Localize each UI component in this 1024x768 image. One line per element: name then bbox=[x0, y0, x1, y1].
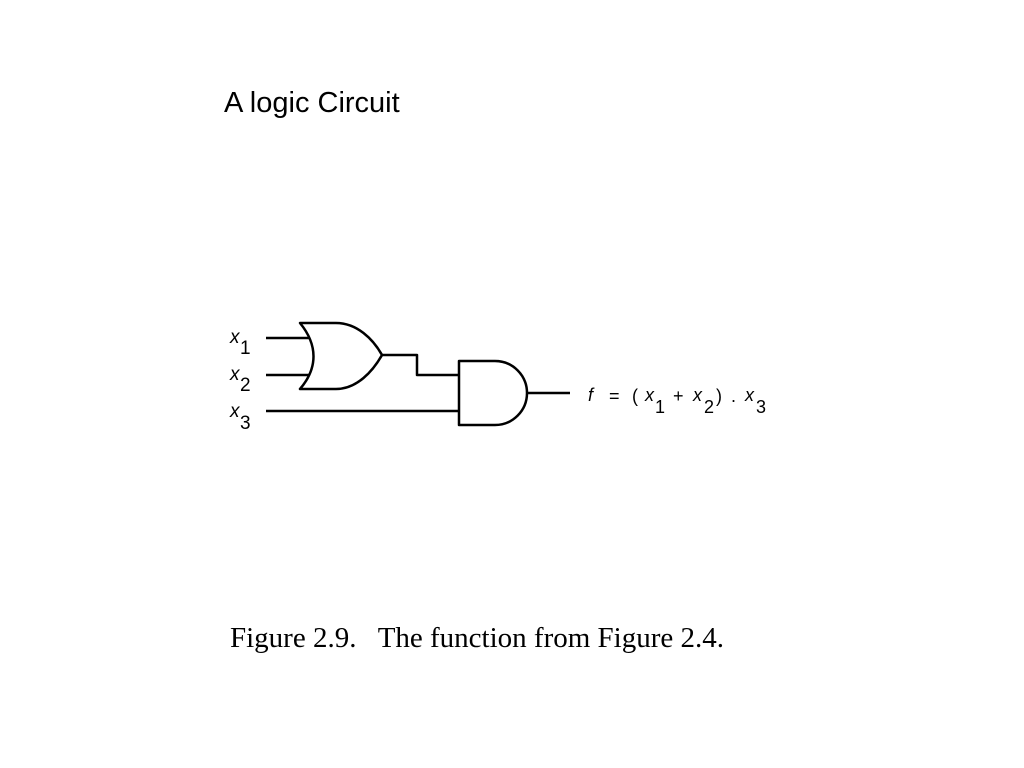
svg-text:x: x bbox=[644, 385, 655, 405]
svg-text:x: x bbox=[229, 327, 241, 348]
svg-text:2: 2 bbox=[240, 375, 251, 396]
svg-text:1: 1 bbox=[655, 397, 665, 417]
svg-text:f: f bbox=[588, 385, 595, 405]
svg-text:x: x bbox=[692, 385, 703, 405]
svg-text:x: x bbox=[229, 364, 241, 385]
and-gate bbox=[457, 359, 529, 427]
input-label-x2: x 2 bbox=[229, 364, 251, 396]
svg-text:3: 3 bbox=[240, 413, 251, 434]
svg-text:3: 3 bbox=[756, 397, 766, 417]
svg-text:): ) bbox=[716, 386, 722, 406]
svg-text:=: = bbox=[609, 386, 620, 406]
slide-title: A logic Circuit bbox=[224, 87, 400, 119]
svg-text:1: 1 bbox=[240, 338, 251, 359]
figure-caption: Figure 2.9. The function from Figure 2.4… bbox=[230, 622, 725, 654]
svg-text:2: 2 bbox=[704, 397, 714, 417]
input-label-x3: x 3 bbox=[229, 401, 251, 434]
svg-text:.: . bbox=[731, 386, 736, 406]
or-gate bbox=[298, 321, 384, 391]
wire-or-to-and bbox=[382, 353, 459, 377]
svg-text:x: x bbox=[744, 385, 755, 405]
output-expression: f = ( x 1 + x 2 ) . x 3 bbox=[588, 385, 766, 417]
svg-text:+: + bbox=[673, 386, 684, 406]
input-label-x1: x 1 bbox=[229, 327, 251, 359]
svg-text:x: x bbox=[229, 401, 241, 422]
svg-text:(: ( bbox=[632, 386, 638, 406]
